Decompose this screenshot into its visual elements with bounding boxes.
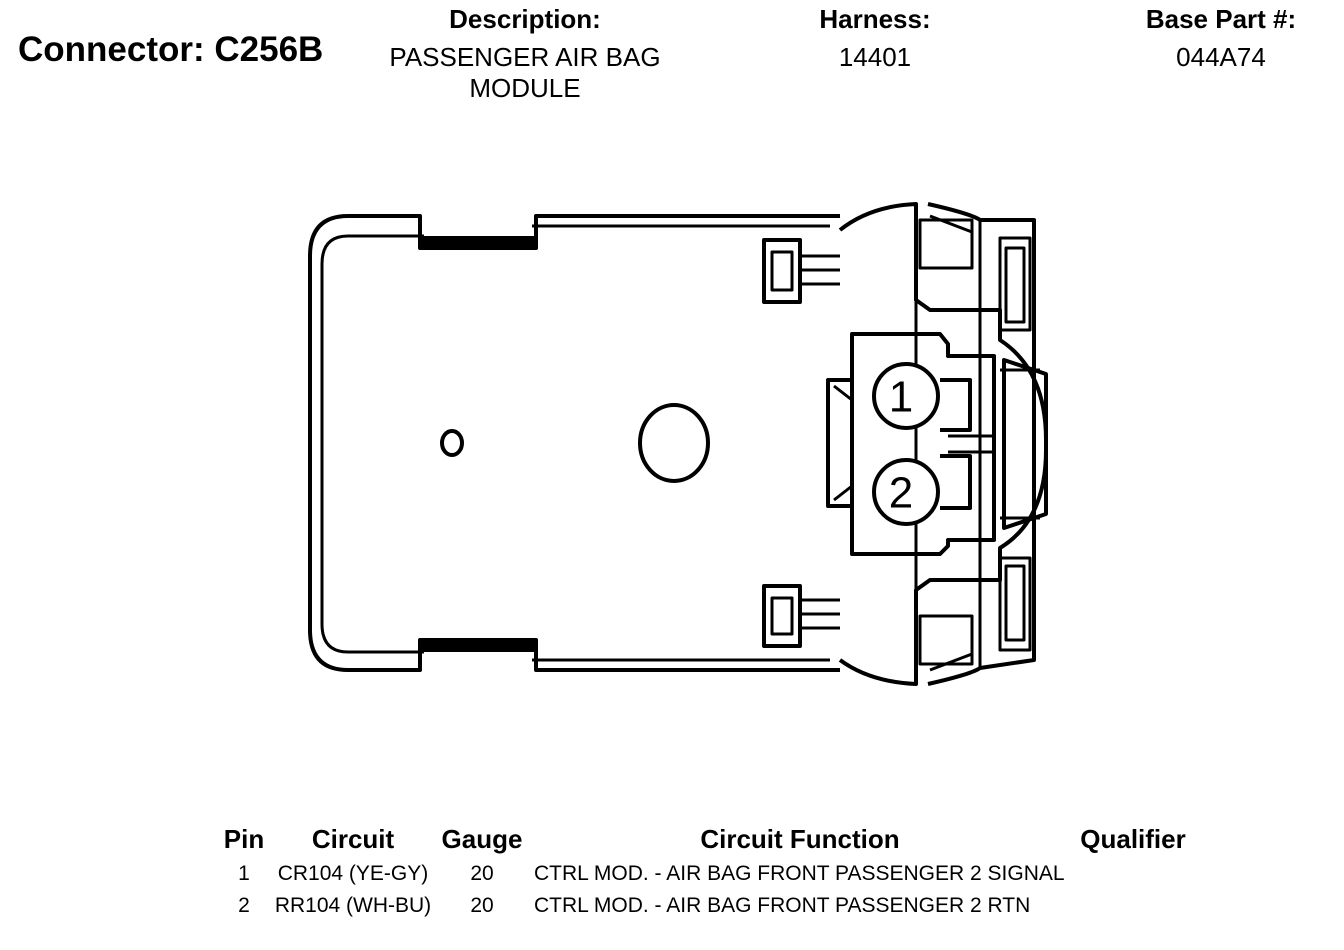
row-2-function: CTRL MOD. - AIR BAG FRONT PASSENGER 2 RT…	[534, 894, 1031, 917]
column-header-gauge: Gauge	[441, 824, 523, 854]
column-header-pin: Pin	[223, 824, 265, 854]
column-header-circuit: Circuit	[311, 824, 395, 854]
pin-2: 2	[872, 458, 940, 526]
row-2-pin: 2	[238, 894, 250, 917]
column-header-circuit-function: Circuit Function	[700, 824, 900, 854]
pin-1-label: 1	[889, 373, 913, 422]
row-2-circuit: RR104 (WH-BU)	[274, 894, 432, 917]
base-part-label: Base Part #:	[1145, 4, 1297, 34]
row-1-circuit: CR104 (YE-GY)	[277, 862, 429, 885]
row-2-gauge: 20	[470, 894, 494, 917]
harness-value: 14401	[838, 42, 912, 72]
row-1-gauge: 20	[470, 862, 494, 885]
harness-label: Harness:	[819, 4, 931, 34]
row-1-pin: 1	[238, 862, 250, 885]
connector-latch-region	[762, 202, 1048, 686]
pin-cavity-block	[826, 332, 996, 556]
connector-title: Connector: C256B	[18, 30, 324, 69]
base-part-value: 044A74	[1176, 42, 1266, 72]
pin-1: 1	[872, 362, 940, 430]
description-label: Description:	[449, 4, 601, 34]
pin-2-label: 2	[889, 469, 913, 518]
column-header-qualifier: Qualifier	[1080, 824, 1186, 854]
row-1-function: CTRL MOD. - AIR BAG FRONT PASSENGER 2 SI…	[534, 862, 1065, 885]
connector-housing	[308, 214, 840, 672]
description-value: PASSENGER AIR BAG MODULE	[389, 42, 661, 103]
